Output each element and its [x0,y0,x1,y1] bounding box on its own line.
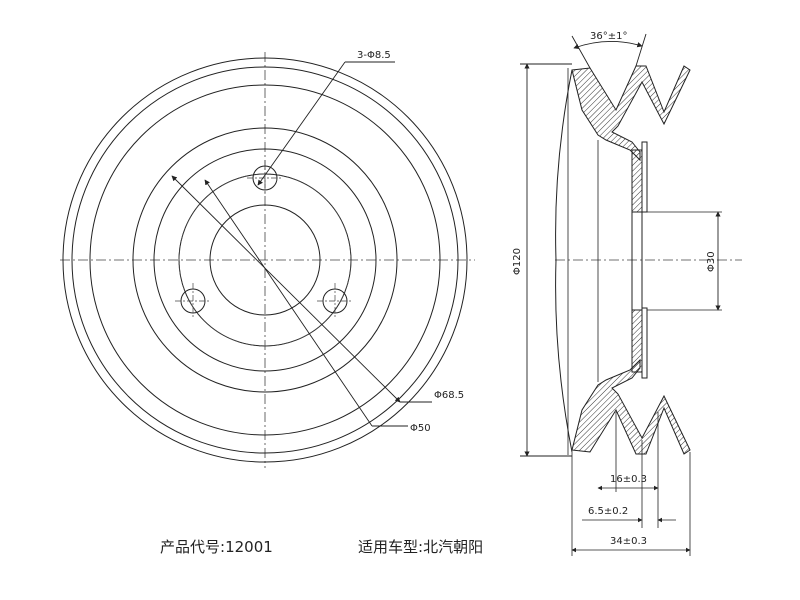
dim-120 [520,63,572,457]
dim-bottom [571,412,691,556]
side-view [520,33,742,556]
hole-leader [257,61,395,186]
lower-web [631,309,643,373]
hole-callout-label: 3-Φ8.5 [357,50,391,61]
product-code-caption: 产品代号:12001 [160,536,273,557]
dia-50-label: Φ50 [410,423,431,434]
rim-outline [555,69,573,453]
upper-web [631,149,643,213]
product-code-value: 12001 [225,538,273,556]
front-centerlines [60,52,475,468]
groove-angle-label: 36°±1° [590,31,627,42]
rim-inner-circle [71,66,459,454]
upper-groove-section [571,65,691,162]
product-code-label: 产品代号: [160,538,226,556]
offset-label: 6.5±0.2 [588,506,628,517]
lower-groove-section [571,358,691,455]
front-view [60,52,475,468]
total-width-label: 34±0.3 [610,536,647,547]
dia-68-label: Φ68.5 [434,390,464,401]
outer-rim-circle [62,57,468,463]
application-caption: 适用车型:北汽朝阳 [358,536,483,557]
groove-pitch-label: 16±0.3 [610,474,647,485]
dia-30-label: Φ30 [706,251,717,272]
dia-120-label: Φ120 [512,248,523,275]
upper-hub-rect [641,141,648,213]
lower-hub-rect [641,307,648,379]
bolt-holes [175,160,353,319]
diameter-leaders [171,175,432,427]
application-label: 适用车型: [358,538,424,556]
application-value: 北汽朝阳 [423,538,484,556]
dim-angle [571,33,647,69]
groove-bottom-circle [89,84,441,436]
